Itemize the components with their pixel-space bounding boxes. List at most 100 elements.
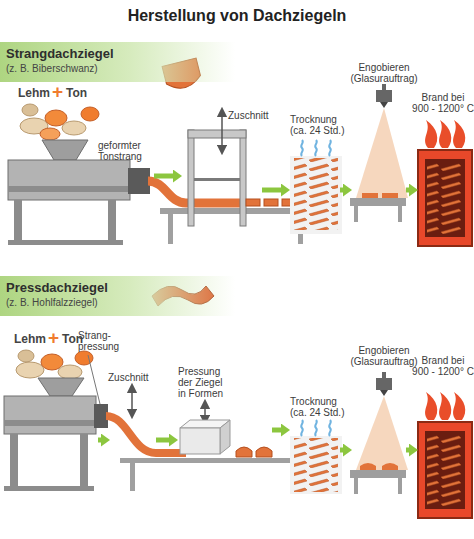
pressed-tiles: [236, 447, 252, 457]
extruder-machine: [14, 200, 22, 242]
flow-arrow: [406, 448, 414, 453]
kiln: [418, 120, 472, 246]
step-label: Pressung der Ziegel in Formen: [178, 366, 230, 399]
glazing-station: [382, 463, 398, 470]
glazing-station: [360, 463, 376, 470]
plus-sign: +: [52, 82, 63, 102]
conveyor-belt: [120, 458, 302, 463]
extruder-machine: [4, 420, 96, 426]
process-step: Brand bei 900 - 1200° C: [418, 355, 472, 518]
step-label: Zuschnitt: [108, 372, 160, 383]
kiln: [427, 162, 463, 234]
cutter-frame: [188, 112, 246, 226]
material-label: Lehm: [18, 86, 50, 100]
cut-tiles: [246, 199, 260, 206]
step-label: Strangdachziegel: [6, 46, 206, 61]
clay-pile: [16, 350, 93, 379]
kiln: [453, 120, 465, 148]
kiln: [418, 150, 472, 246]
extruder-machine: [38, 378, 84, 396]
clay-pile: [41, 354, 63, 370]
cutter-frame: [188, 130, 246, 138]
glazing-station: [376, 90, 392, 102]
cutter-frame: [240, 130, 246, 226]
press-mould: [204, 404, 206, 420]
glazing-station: [354, 206, 358, 222]
drying-rack: [294, 438, 338, 492]
process-step: geformter Tonstrang: [98, 140, 154, 210]
press-mould: [220, 420, 230, 454]
kiln: [418, 392, 472, 518]
flow-arrow: [154, 174, 178, 179]
conveyor-belt: [160, 208, 308, 244]
step-sublabel: (z. B. Biberschwanz): [6, 63, 206, 75]
process-step: Zuschnitt: [110, 372, 156, 442]
material-label: Lehm: [14, 332, 46, 346]
extruder-machine: [4, 396, 96, 434]
kiln: [439, 392, 451, 420]
process-step: Pressung der Ziegel in Formen: [178, 366, 272, 460]
extruder-machine: [4, 486, 94, 491]
leader-line: [88, 355, 100, 404]
step-label: geformter Tonstrang: [98, 140, 156, 162]
conveyor-belt: [130, 463, 135, 491]
flow-arrow: [98, 438, 106, 443]
cutter-frame: [194, 178, 240, 181]
extruder-machine: [4, 378, 108, 491]
drying-rack: [329, 140, 331, 156]
kiln: [427, 434, 463, 506]
glazing-station: [350, 470, 406, 478]
conveyor-belt: [120, 458, 302, 491]
conveyor-belt: [160, 208, 308, 214]
plus-sign: +: [48, 328, 59, 348]
drying-rack: [290, 140, 342, 234]
flow-arrow: [406, 188, 414, 193]
clay-pile: [16, 362, 44, 378]
leader-line: [88, 355, 100, 404]
cut-tiles: [246, 199, 296, 206]
flow-arrow: [262, 188, 286, 193]
kiln: [425, 120, 437, 148]
step-label: Zuschnitt: [228, 110, 280, 121]
glazing-station: [354, 478, 358, 494]
diagram-title: Herstellung von Dachziegeln: [0, 6, 474, 26]
drying-rack: [301, 140, 303, 156]
extruder-machine: [10, 434, 18, 486]
section-band: Pressdachziegel(z. B. Hohlfalzziegel): [0, 276, 235, 316]
step-label: Trocknung (ca. 24 Std.): [290, 396, 354, 418]
drying-rack: [315, 420, 317, 436]
process-step: Trocknung (ca. 24 Std.): [290, 114, 340, 234]
flow-arrow: [340, 448, 348, 453]
extruder-machine: [8, 240, 123, 245]
step-label: Brand bei 900 - 1200° C: [412, 355, 474, 377]
cutter-frame: [221, 112, 223, 150]
glazing-station: [362, 193, 378, 198]
process-step: Strang- pressung: [60, 330, 98, 442]
drying-rack: [329, 420, 331, 436]
clay-pile: [40, 128, 60, 140]
extruder-machine: [8, 160, 130, 200]
press-mould: [180, 404, 230, 454]
drying-rack: [294, 158, 338, 230]
clay-strand: [106, 416, 186, 453]
process-step: Engobieren (Glasurauftrag): [352, 62, 406, 212]
kiln: [453, 392, 465, 420]
glazing-station: [382, 372, 386, 378]
drying-rack: [290, 156, 342, 234]
kiln: [425, 159, 465, 237]
process-step: Engobieren (Glasurauftrag): [352, 345, 406, 485]
clay-pile: [62, 121, 86, 135]
clay-pile: [22, 104, 38, 116]
process-step: Brand bei 900 - 1200° C: [418, 92, 472, 248]
process-step: Trocknung (ca. 24 Std.): [290, 396, 340, 496]
glazing-station: [350, 372, 408, 494]
step-label: Pressdachziegel: [6, 280, 206, 295]
extruder-machine: [94, 404, 108, 428]
glazing-station: [382, 84, 386, 90]
glazing-station: [350, 198, 406, 206]
flow-arrow: [156, 438, 174, 443]
clay-pile: [45, 110, 67, 126]
glazing-station: [376, 378, 392, 390]
step-label: Brand bei 900 - 1200° C: [412, 92, 474, 114]
